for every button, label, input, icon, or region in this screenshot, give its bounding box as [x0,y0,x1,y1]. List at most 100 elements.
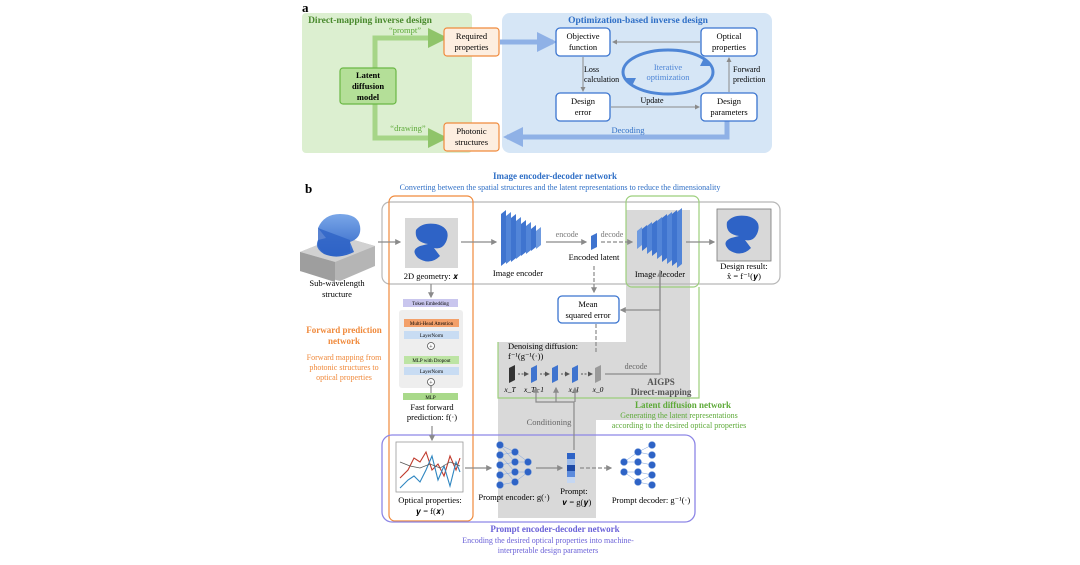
optical-line-2: properties [712,42,746,52]
optical-properties-box [700,27,758,57]
layernorm-1-block [404,331,459,339]
mse-line-1: Mean [578,299,598,309]
add-icon [427,378,435,386]
forward-net-desc-1: Forward mapping from [307,353,382,362]
mlp-dropout-label: MLP with Dropout [412,359,451,364]
update-label: Update [640,96,664,105]
objective-line-1: Objective [566,31,599,41]
required-line-1: Required [456,31,488,41]
latent-net-title: Latent diffusion network [635,400,731,410]
aigps-line-1: AIGPS [647,377,675,387]
layernorm-2-label: LayerNorm [420,370,443,375]
mlp-label: MLP [425,396,436,401]
panel-b-letter: b [305,181,312,196]
design-params-line-1: Design [717,96,742,106]
design-error-box [555,92,611,122]
direct-mapping-title: Direct-mapping inverse design [308,16,433,26]
loss-line-2: calculation [584,75,619,84]
decode-2-label: decode [625,362,648,371]
mse-line-2: squared error [565,310,610,320]
forward-net-desc-3: optical properties [316,373,372,382]
design-params-line-2: parameters [710,107,747,117]
subwavelength-line-2: structure [322,289,352,299]
optical-plot [395,441,464,493]
required-line-2: properties [455,42,489,52]
x-t-1-label: x_T−1 [523,385,544,394]
svg-text:+: + [429,381,433,387]
encoded-latent-label: Encoded latent [569,252,620,262]
design-parameters-box [700,92,758,122]
fast-forward-line-1: Fast forward [410,402,454,412]
encoded-latent-icon [591,233,597,250]
prompt-line-1: Prompt: [560,486,587,496]
optimization-title: Optimization-based inverse design [568,16,709,26]
image-net-title: Image encoder-decoder network [493,171,617,181]
prompt-decoder-label: Prompt decoder: g⁻¹(·) [612,495,690,505]
encode-label: encode [556,230,579,239]
forward-net-title-2: network [328,336,360,346]
x-t-label: x_T [503,385,516,394]
prompt-net-desc-1: Encoding the desired optical properties … [462,536,634,545]
iterative-line-1: Iterative [654,62,683,72]
prompt-line-2: 𝒗 = g(𝒚) [563,497,592,507]
geometry-label: 2D geometry: 𝒙 [404,271,459,281]
layernorm-1-label: LayerNorm [420,334,443,339]
plot-line-blue [399,454,461,489]
aigps-line-2: Direct-mapping [631,387,692,397]
latent-net-desc-2: according to the desired optical propert… [612,421,746,430]
ldm-box [339,67,397,105]
image-net-subtitle: Converting between the spatial structure… [400,183,721,192]
required-properties-box [443,27,500,57]
prompt-net-title: Prompt encoder-decoder network [490,524,619,534]
latent-net-desc-1: Generating the latent representations [620,411,738,420]
conditioning-label: Conditioning [527,417,573,427]
geometry-shape-icon [414,223,448,262]
mlp-block [403,393,458,400]
ldm-line-1: Latent [356,70,380,80]
prompt-encoder-label: Prompt encoder: g(·) [478,492,549,502]
decode-label: decode [601,230,624,239]
iterative-loop [621,48,715,96]
prompt-net-desc-2: interpretable design parameters [498,546,598,555]
photonic-structures-box [443,122,500,152]
diffusion-latents [509,365,601,383]
prompt-encoder-icon [496,441,532,489]
latent-net-outline [497,287,700,399]
prompt-decoder-icon [620,441,656,489]
forward-pred-line-1: Forward [733,65,760,74]
mha-block [404,319,459,327]
subwavelength-structure-icon [300,214,375,282]
forward-net-title-1: Forward prediction [306,325,382,335]
x-1-label: x_1 [568,385,580,394]
iterative-line-2: optimization [647,72,691,82]
prompt-label: “prompt” [389,25,421,35]
plot-line-gray [399,461,461,469]
mlp-dropout-block [404,356,459,364]
forward-net-desc-2: photonic structures to [309,363,378,372]
plot-line-red [399,450,461,479]
optical-props-line-2: 𝒚 = f(𝒙) [416,506,444,516]
x-0-label: x_0 [592,385,604,394]
objective-line-2: function [569,42,598,52]
design-error-line-1: Design [571,96,596,106]
fast-forward-line-2: prediction: f(·) [407,412,457,422]
image-net-outline [381,201,781,285]
loss-line-1: Loss [584,65,599,74]
add-icon [427,342,435,350]
subwavelength-line-1: Sub-wavelength [309,278,365,288]
decoding-label: Decoding [611,125,645,135]
drawing-label: “drawing” [390,123,426,133]
forward-net-outline [388,195,474,522]
forward-pred-line-2: prediction [733,75,765,84]
ldm-line-2: diffusion [352,81,384,91]
photonic-line-1: Photonic [456,126,486,136]
mha-label: Multi-Head Attention [410,322,454,327]
design-error-line-2: error [575,107,592,117]
design-result-line-2: x̂ = f⁻¹(𝒚) [727,271,761,281]
prompt-net-outline [381,434,696,523]
optical-props-line-1: Optical properties: [398,495,462,505]
layernorm-2-block [404,367,459,375]
image-decoder-icon [637,208,682,268]
panel-a-letter: a [302,0,309,15]
